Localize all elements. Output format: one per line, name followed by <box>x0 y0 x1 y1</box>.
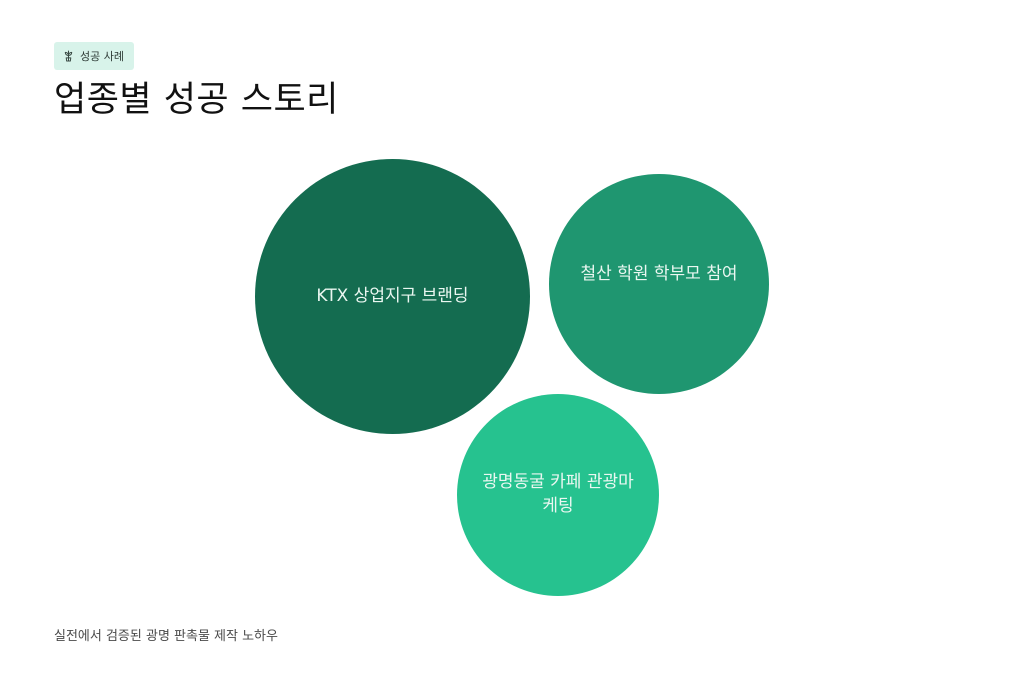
bubble-academy-parents: 철산 학원 학부모 참여 <box>549 174 769 394</box>
bubble-label: 철산 학원 학부모 참여 <box>580 264 738 285</box>
bubble-ktx-branding: KTX 상업지구 브랜딩 <box>255 159 530 434</box>
badge-label: 성공 사례 <box>80 50 124 63</box>
bubble-label: 광명동굴 카페 관광마케팅 <box>482 472 634 516</box>
section-badge: 성공 사례 <box>54 42 134 70</box>
footer-caption: 실전에서 검증된 광명 판촉물 제작 노하우 <box>54 629 278 644</box>
page-title: 업종별 성공 스토리 <box>54 80 339 120</box>
sprout-icon <box>63 50 74 62</box>
bubble-label: KTX 상업지구 브랜딩 <box>316 285 469 306</box>
bubble-cave-cafe-marketing: 광명동굴 카페 관광마케팅 <box>457 394 659 596</box>
